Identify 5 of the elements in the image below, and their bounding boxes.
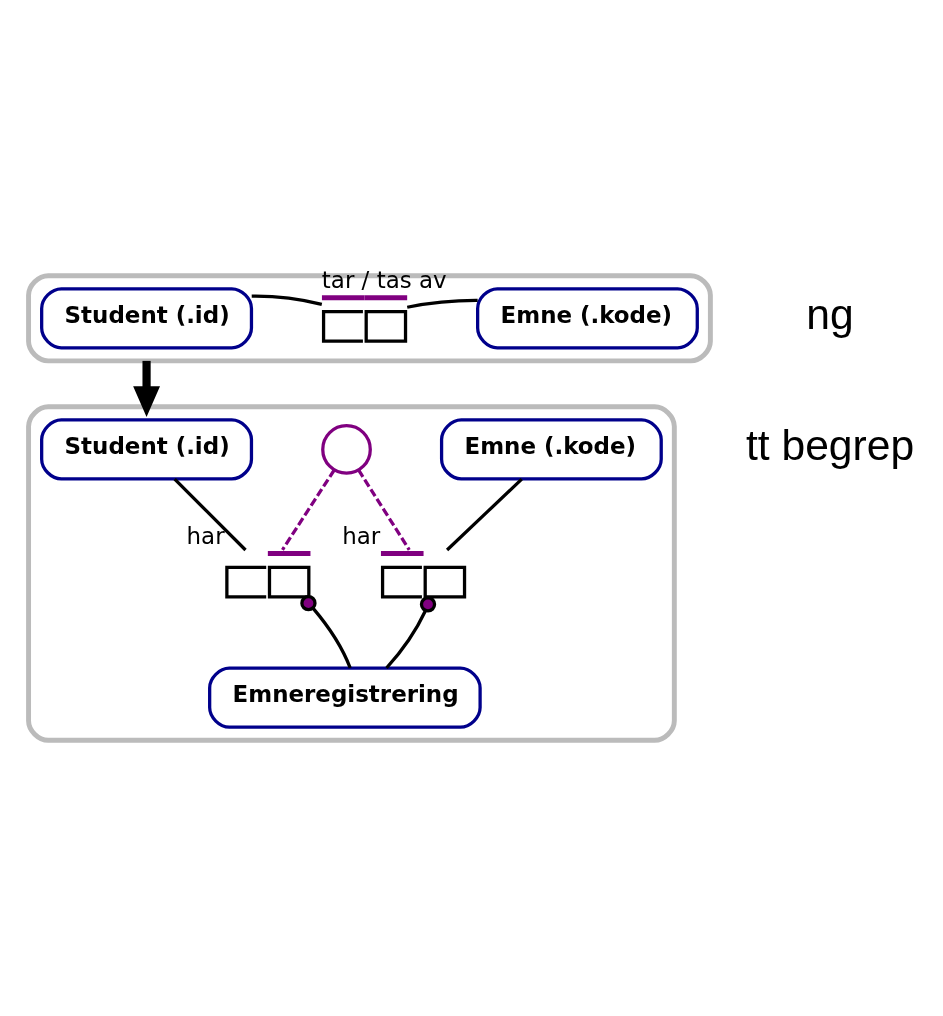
label: ng — [806, 289, 854, 338]
label: tt begrep — [745, 420, 915, 469]
node-label: tar / tas av — [321, 267, 447, 294]
node-label: har — [186, 522, 225, 549]
node-label: har — [342, 522, 381, 549]
